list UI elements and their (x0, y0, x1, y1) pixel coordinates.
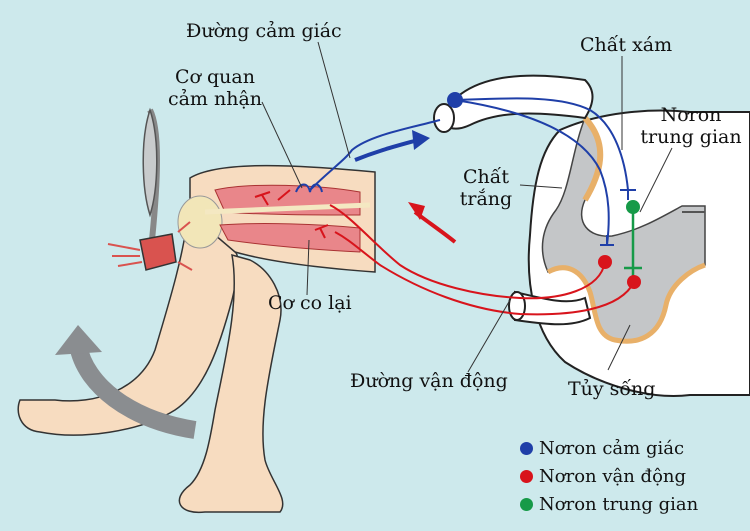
sensory-pathway (295, 92, 636, 246)
hamstring (219, 223, 361, 253)
hammer-blade (142, 107, 158, 218)
hammer-head (139, 233, 177, 271)
label-interneuron-line2: trung gian (640, 126, 742, 148)
legend-label-motor: Nơron vận động (539, 465, 687, 487)
leader-motor-path (467, 299, 511, 373)
leader-interneuron (639, 147, 673, 213)
dorsal-root-cut (433, 103, 455, 133)
sensory-neuron-body (447, 92, 463, 108)
legend-item-inter: Nơron trung gian (520, 490, 698, 518)
sensory-neuron-axon (454, 97, 629, 191)
label-receptor-line2: cảm nhận (167, 88, 263, 110)
leg-motion-arrowhead (55, 325, 102, 355)
leader-receptor (261, 101, 303, 189)
motor-endings-2 (314, 224, 329, 239)
tendon (204, 202, 371, 215)
label-interneuron: Nơron trung gian (636, 104, 746, 148)
label-receptor: Cơ quan cảm nhận (160, 66, 270, 110)
leader-muscle (306, 239, 310, 296)
label-grey-matter: Chất xám (580, 34, 673, 56)
motor-endings-1 (254, 189, 291, 206)
label-white-matter: Chất trắng (455, 166, 517, 210)
legend-item-sensory: Nơron cảm giác (520, 434, 698, 462)
impact-lines (107, 221, 193, 271)
legend-label-inter: Nơron trung gian (539, 493, 699, 515)
leader-white-matter (519, 184, 563, 189)
label-sensory-path: Đường cảm giác (186, 20, 342, 42)
sensory-terminal (600, 189, 636, 246)
ventral-root-cut (508, 291, 526, 321)
interneuron-terminal (624, 266, 642, 276)
label-receptor-line1: Cơ quan (175, 66, 255, 88)
leader-lines (261, 41, 673, 373)
dorsal-root (438, 74, 594, 130)
sensory-signal-arrow (354, 138, 419, 162)
leg-motion-arrow (69, 342, 197, 439)
leg (17, 164, 376, 514)
kneecap (177, 195, 223, 249)
interneuron-pathway (624, 200, 642, 276)
label-interneuron-line1: Nơron (660, 104, 722, 126)
label-spinal-cord: Tủy sống (568, 378, 656, 400)
receptor-coil (295, 183, 323, 193)
motor-axon-2 (334, 231, 635, 316)
leader-spinal-cord (607, 324, 631, 371)
label-white-matter-line2: trắng (459, 188, 513, 210)
legend: Nơron cảm giác Nơron vận động Nơron trun… (520, 434, 698, 518)
sensory-branch (454, 99, 610, 246)
label-white-matter-line1: Chất (462, 166, 510, 188)
label-motor-path: Đường vận động (350, 370, 508, 392)
legend-dot-inter (520, 497, 533, 511)
legend-label-sensory: Nơron cảm giác (539, 437, 685, 459)
motor-axon-1 (329, 204, 606, 300)
motor-pathway (254, 189, 641, 316)
label-muscle: Cơ co lại (268, 292, 352, 314)
legend-dot-motor (520, 469, 533, 483)
shin (17, 210, 239, 436)
ventral-horn-edge (546, 262, 706, 344)
lower-leg-back (178, 253, 284, 514)
dorsal-horn-edge (582, 115, 604, 202)
sensory-signal-arrowhead (412, 130, 430, 150)
reflex-hammer (107, 107, 193, 271)
legend-dot-sensory (520, 441, 533, 455)
sensory-nerve-fiber (309, 119, 441, 191)
legend-item-motor: Nơron vận động (520, 462, 698, 490)
interneuron-body (626, 200, 640, 214)
spinal-cord-section (433, 74, 750, 397)
motor-signal-arrowhead (408, 202, 425, 220)
leader-sensory-path (317, 41, 351, 159)
